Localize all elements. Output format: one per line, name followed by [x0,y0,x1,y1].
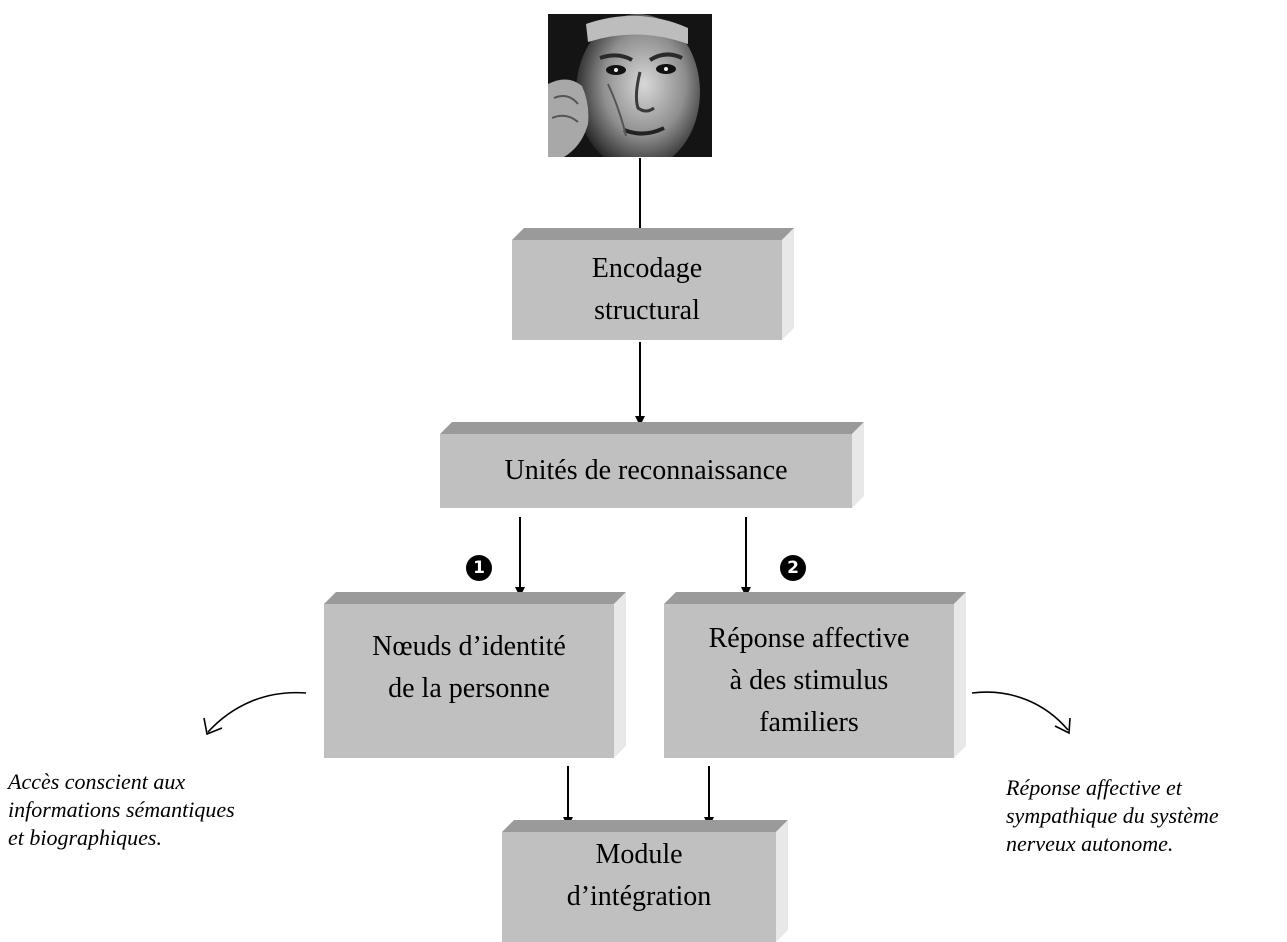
note-right-line-2: sympathique du système [1006,803,1219,828]
box-unites-label: Unités de reconnaissance [504,455,788,486]
marker-two: 2 [780,555,806,581]
box-noeuds-identite: Nœuds d’identité de la personne [324,604,614,758]
curved-arrow-right-head [1054,717,1071,735]
box-noeuds-line-2: de la personne [388,673,550,704]
note-left: Accès conscient aux informations sémanti… [8,768,235,852]
note-left-line-2: informations sémantiques [8,797,235,822]
box-module-line-1: Module [595,839,683,870]
note-left-line-1: Accès conscient aux [8,769,186,794]
note-right-line-3: nerveux autonome. [1006,831,1174,856]
marker-one: 1 [466,555,492,581]
box-module-line-2: d’intégration [566,881,712,912]
box-reponse-line-1: Réponse affective [708,623,910,654]
face-photo [548,14,712,157]
note-right: Réponse affective et sympathique du syst… [1006,774,1219,858]
box-reponse-line-3: familiers [759,707,859,738]
note-right-line-1: Réponse affective et [1006,775,1182,800]
box-reponse-affective: Réponse affective à des stimulus familie… [664,604,954,758]
box-unites-reconnaissance: Unités de reconnaissance [440,434,852,508]
box-reponse-line-2: à des stimulus [729,665,889,696]
face-photo-icon [548,14,712,157]
note-left-line-3: et biographiques. [8,825,162,850]
curved-arrow-left-head [203,717,223,736]
box-encodage-line-2: structural [594,295,700,326]
curved-arrow-left [207,691,307,733]
box-encodage-line-1: Encodage [591,253,703,284]
curved-arrow-right [971,691,1069,731]
box-noeuds-line-1: Nœuds d’identité [372,631,566,662]
box-module-integration: Module d’intégration [502,832,776,942]
box-encodage-structural: Encodage structural [512,240,782,340]
